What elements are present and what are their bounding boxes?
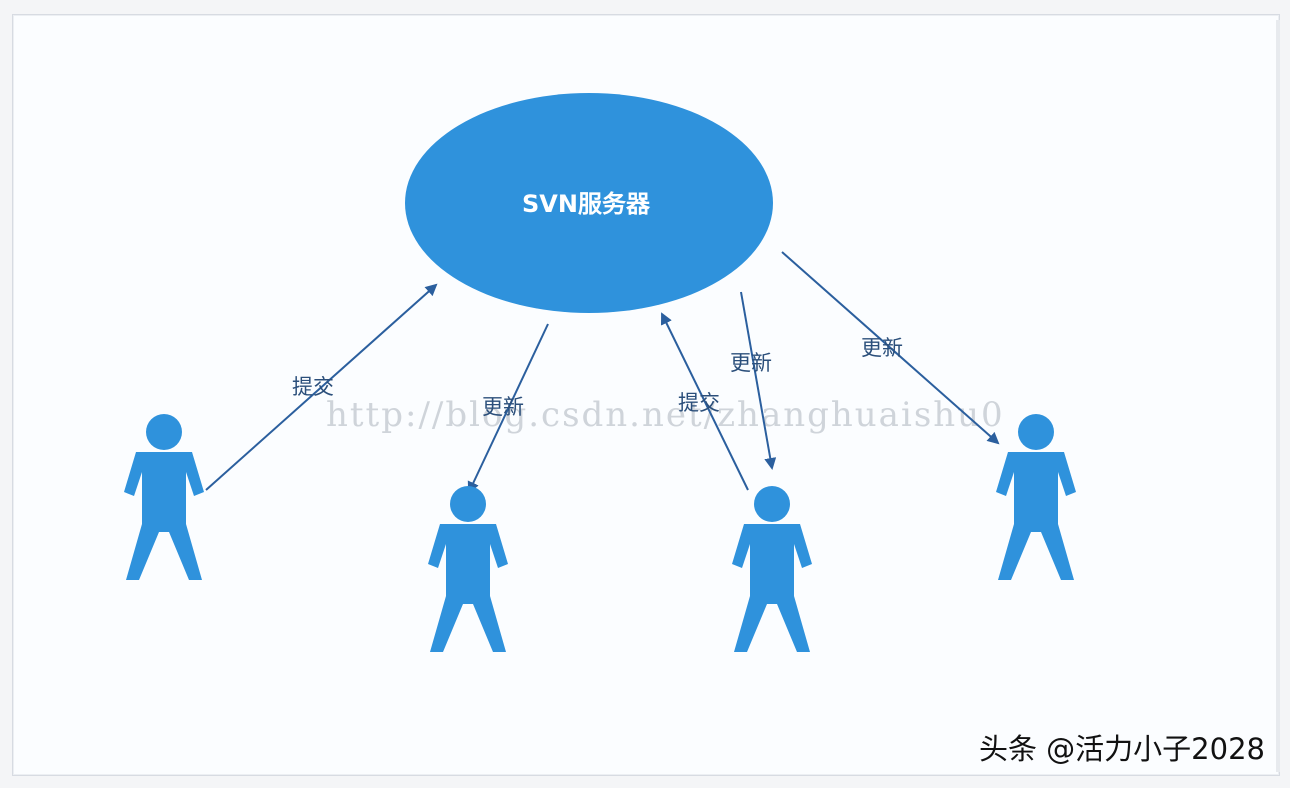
edge-2-arrow xyxy=(467,323,549,494)
edge-4-arrow xyxy=(740,291,777,470)
user-3-person-icon xyxy=(732,486,812,652)
watermark-url: http://blog.csdn.net/zhanghuaishu0 xyxy=(326,395,1005,435)
user-2-person-icon xyxy=(428,486,508,652)
edge-5-arrow xyxy=(781,251,1000,445)
edge-3-label: 提交 xyxy=(678,391,720,415)
edge-4-label: 更新 xyxy=(730,351,772,375)
edge-3-arrow xyxy=(660,312,749,491)
edge-1-arrow xyxy=(205,283,438,491)
page-edge xyxy=(1276,20,1280,772)
edge-2-label: 更新 xyxy=(482,395,524,419)
edge-5-label: 更新 xyxy=(861,336,903,360)
server-label: SVN服务器 xyxy=(522,190,651,218)
toutiao-credit: 头条 @活力小子2028 xyxy=(979,732,1265,766)
user-1-person-icon xyxy=(124,414,204,580)
edge-1-label: 提交 xyxy=(292,375,334,399)
user-4-person-icon xyxy=(996,414,1076,580)
svn-server-node xyxy=(405,93,773,313)
